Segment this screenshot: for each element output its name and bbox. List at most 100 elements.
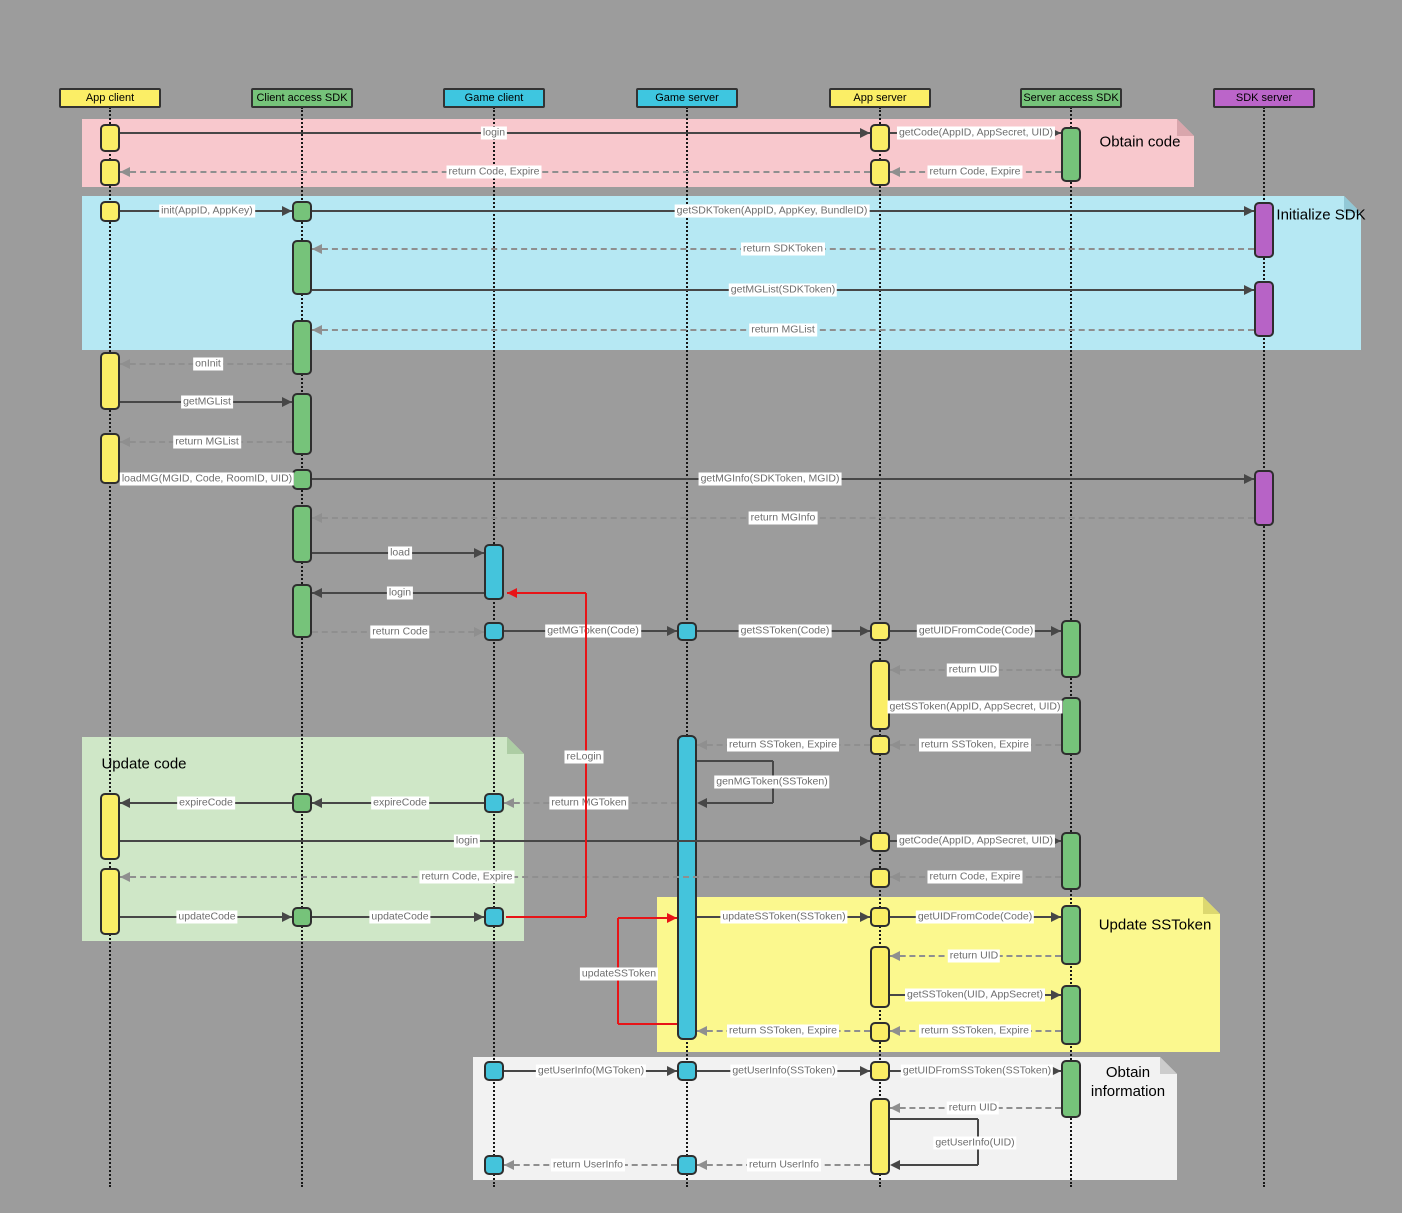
arrowhead <box>890 740 900 750</box>
activation-bar <box>100 352 120 410</box>
activation-bar <box>870 622 890 641</box>
arrowhead <box>667 913 677 923</box>
activation-bar <box>484 907 504 927</box>
activation-bar <box>292 584 312 638</box>
message-label-getuserinfo-mgtoken: getUserInfo(MGToken) <box>535 1064 647 1078</box>
arrowhead <box>697 740 707 750</box>
participant-app-server: App server <box>829 88 931 108</box>
activation-bar <box>484 1061 504 1081</box>
arrowhead <box>120 437 130 447</box>
activation-bar <box>870 1061 890 1081</box>
lifeline-game-server <box>686 107 688 1187</box>
message-label-updatesstoken-sstoken: updateSSToken(SSToken) <box>720 910 848 924</box>
arrowhead <box>1244 285 1254 295</box>
message-label-login: login <box>480 126 508 140</box>
activation-bar <box>1061 985 1081 1045</box>
message-label-return-code-expire: return Code, Expire <box>927 165 1023 179</box>
region-title-update-sstoken: Update SSToken <box>1098 916 1212 934</box>
activation-bar <box>484 793 504 813</box>
activation-bar <box>1061 620 1081 678</box>
activation-bar <box>1061 832 1081 890</box>
activation-bar <box>870 907 890 927</box>
message-label-return-sstoken-expire: return SSToken, Expire <box>919 738 1031 752</box>
activation-bar <box>677 735 697 1040</box>
region-title-initialize-sdk: Initialize SDK <box>1276 206 1366 224</box>
message-label-updatecode: updateCode <box>369 910 431 924</box>
activation-bar <box>1254 281 1274 337</box>
message-label-getuidfromcode-code: getUIDFromCode(Code) <box>915 910 1035 924</box>
activation-bar <box>100 201 120 222</box>
activation-bar <box>292 907 312 927</box>
activation-bar <box>1254 202 1274 258</box>
message-label-expirecode: expireCode <box>177 796 235 810</box>
message-label-login: login <box>453 834 481 848</box>
message-label-return-sstoken-expire: return SSToken, Expire <box>727 738 839 752</box>
message-label-return-sstoken-expire: return SSToken, Expire <box>919 1024 1031 1038</box>
note-region-initialize-sdk <box>82 196 1361 350</box>
activation-bar <box>870 832 890 852</box>
arrowhead <box>312 325 322 335</box>
region-title-update-code: Update code <box>101 755 187 773</box>
arrowhead <box>1244 474 1254 484</box>
region-title-obtain-information: Obtain information <box>1090 1064 1166 1100</box>
arrowhead <box>890 872 900 882</box>
activation-bar <box>1061 905 1081 965</box>
self-message-getuserinfo-uid <box>900 1164 978 1166</box>
message-label-getmglist-sdktoken: getMGList(SDKToken) <box>728 283 838 297</box>
lifeline-app-server <box>879 107 881 1187</box>
arrowhead <box>890 167 900 177</box>
participant-server-access-sdk: Server access SDK <box>1020 88 1122 108</box>
arrowhead <box>890 665 900 675</box>
arrowhead <box>474 912 484 922</box>
activation-bar <box>484 544 504 600</box>
arrowhead <box>312 798 322 808</box>
message-line-login <box>120 840 870 842</box>
message-label-relogin: reLogin <box>564 750 604 764</box>
arrowhead <box>860 626 870 636</box>
activation-bar <box>292 469 312 490</box>
message-label-getsstoken-appid-appsecret-uid: getSSToken(AppID, AppSecret, UID) <box>887 700 1063 714</box>
activation-bar <box>100 868 120 935</box>
message-label-return-userinfo: return UserInfo <box>746 1158 822 1172</box>
arrowhead <box>312 588 322 598</box>
activation-bar <box>100 159 120 186</box>
arrowhead <box>667 626 677 636</box>
message-label-getuidfromsstoken-sstoken: getUIDFromSSToken(SSToken) <box>900 1064 1054 1078</box>
activation-bar <box>870 159 890 186</box>
arrowhead <box>860 836 870 846</box>
message-label-return-mglist: return MGList <box>749 323 817 337</box>
message-label-init-appid-appkey: init(AppID, AppKey) <box>159 204 255 218</box>
activation-bar <box>677 622 697 641</box>
activation-bar <box>292 505 312 563</box>
message-label-login: login <box>386 586 414 600</box>
message-label-getmglist: getMGList <box>181 395 233 409</box>
message-label-updatecode: updateCode <box>176 910 238 924</box>
red-flow-relogin <box>506 916 586 918</box>
activation-bar <box>870 946 890 1008</box>
arrowhead <box>1244 206 1254 216</box>
participant-game-client: Game client <box>443 88 545 108</box>
message-label-getcode-appid-appsecret-uid: getCode(AppID, AppSecret, UID) <box>896 834 1056 848</box>
message-label-return-uid: return UID <box>947 949 1001 963</box>
arrowhead <box>890 951 900 961</box>
message-label-return-sdktoken: return SDKToken <box>741 242 825 256</box>
arrowhead <box>120 872 130 882</box>
activation-bar <box>292 201 312 222</box>
message-label-getmgtoken-code: getMGToken(Code) <box>545 624 641 638</box>
message-label-return-mglist: return MGList <box>173 435 241 449</box>
activation-bar <box>292 240 312 295</box>
arrowhead <box>1051 990 1061 1000</box>
activation-bar <box>1061 1060 1081 1118</box>
arrowhead <box>697 1026 707 1036</box>
message-label-return-uid: return UID <box>946 1101 1000 1115</box>
activation-bar <box>100 433 120 484</box>
activation-bar <box>292 793 312 813</box>
arrowhead <box>860 128 870 138</box>
message-label-return-uid: return UID <box>946 663 1000 677</box>
activation-bar <box>484 1155 504 1175</box>
region-title-obtain-code: Obtain code <box>1099 133 1181 151</box>
arrowhead <box>474 627 484 637</box>
arrowhead <box>312 244 322 254</box>
activation-bar <box>870 1098 890 1175</box>
